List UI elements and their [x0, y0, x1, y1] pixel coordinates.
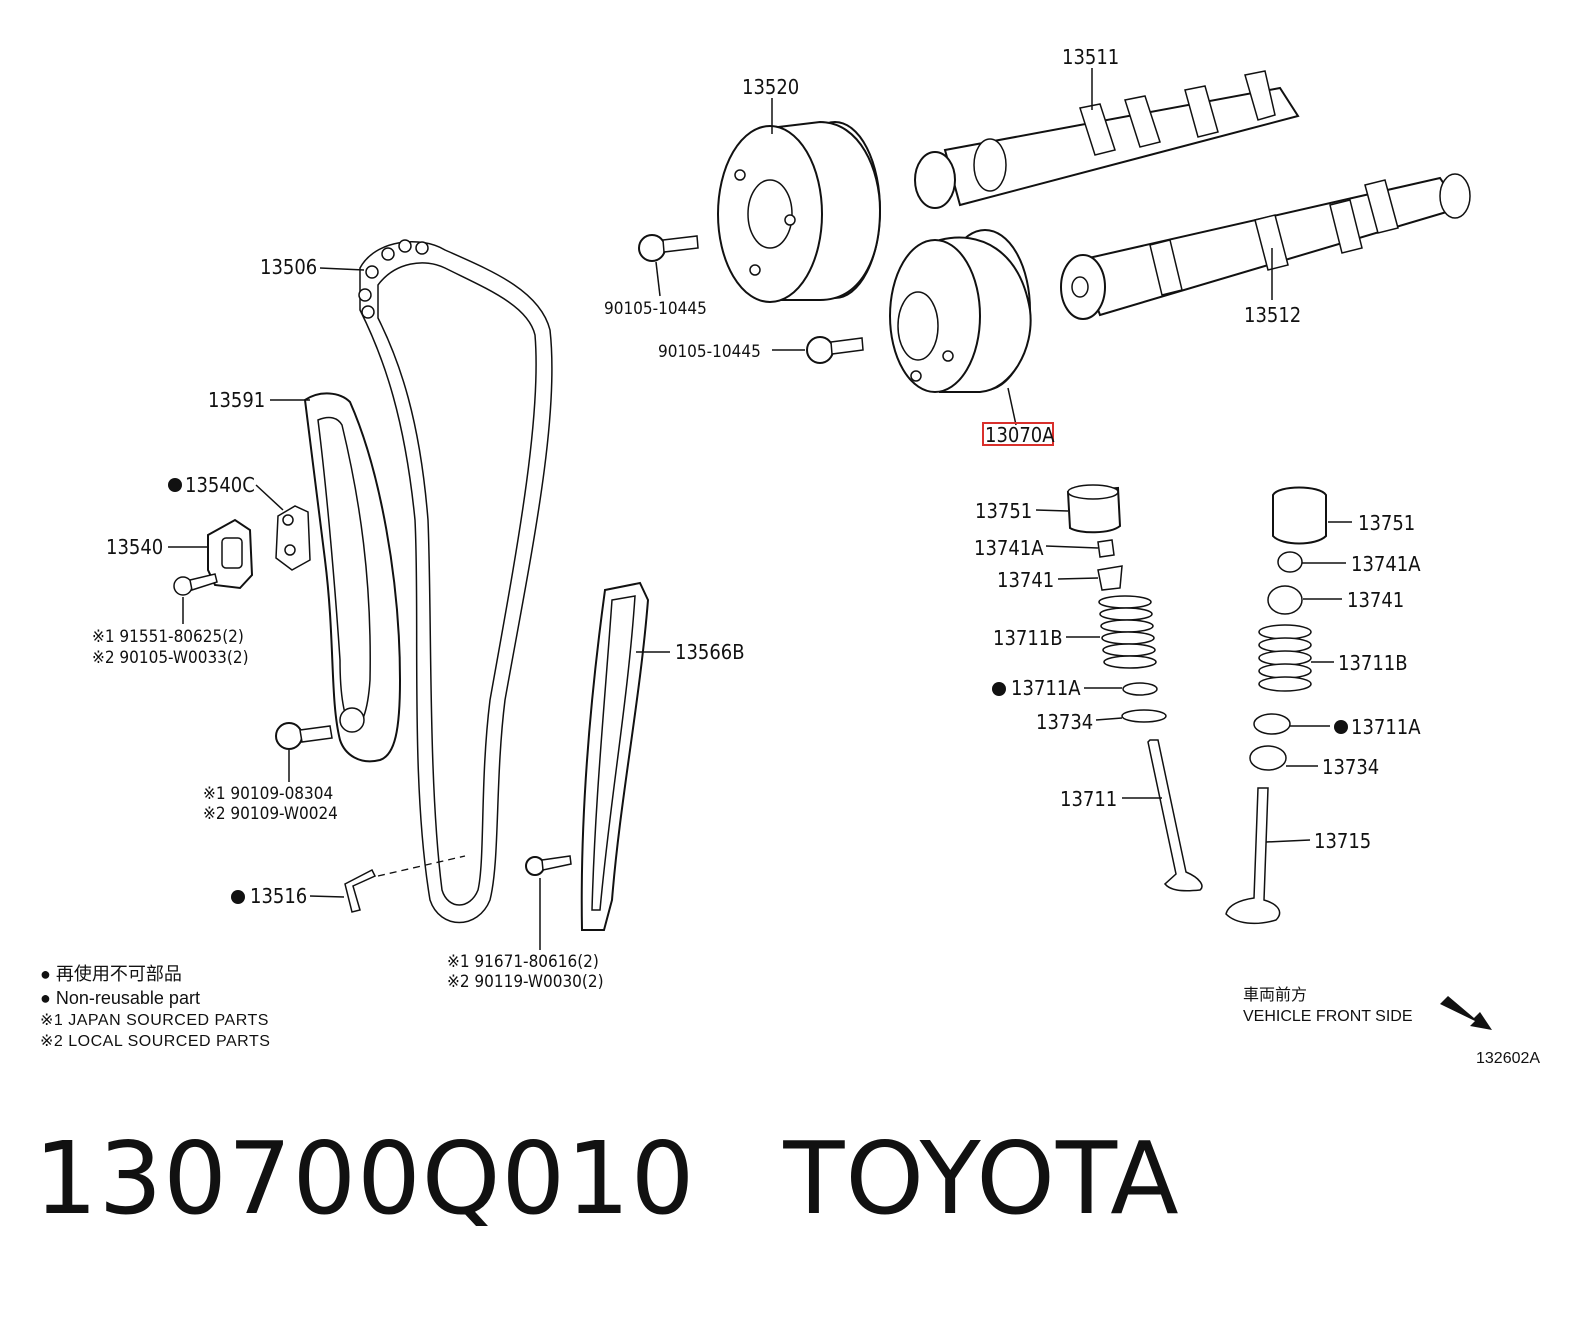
legend-nonreusable-jp: ● 再使用不可部品 — [40, 964, 182, 984]
label-13741a-right[interactable]: 13741A — [1351, 552, 1421, 576]
label-13512[interactable]: 13512 — [1244, 303, 1301, 327]
part-number: 130700Q010 — [34, 1120, 696, 1237]
label-13566b[interactable]: 13566B — [675, 640, 745, 664]
legend-local-sourced: ※2 LOCAL SOURCED PARTS — [40, 1033, 271, 1050]
vehicle-front-side: 車両前方 VEHICLE FRONT SIDE — [1243, 985, 1413, 1027]
valve-seal-right — [1253, 713, 1291, 735]
label-13711b-left[interactable]: 13711B — [993, 626, 1063, 650]
spring-retainer-right — [1267, 585, 1303, 615]
label-13711a-left[interactable]: 13711A — [1011, 676, 1081, 700]
non-reusable-dot — [231, 890, 245, 904]
valve-keeper-right — [1277, 551, 1303, 573]
legend: ● 再使用不可部品 ● Non-reusable part ※1 JAPAN S… — [40, 962, 270, 1052]
label-13751-right[interactable]: 13751 — [1358, 511, 1415, 535]
label-13741a-left[interactable]: 13741A — [974, 536, 1044, 560]
bolt-91671 — [525, 855, 572, 876]
non-reusable-dot — [992, 682, 1006, 696]
label-13715-right[interactable]: 13715 — [1314, 829, 1371, 853]
label-13734-left[interactable]: 13734 — [1036, 710, 1093, 734]
label-13741-right[interactable]: 13741 — [1347, 588, 1404, 612]
label-13591[interactable]: 13591 — [208, 388, 265, 412]
label-13520[interactable]: 13520 — [742, 75, 799, 99]
camshaft-sprocket-13520 — [717, 120, 882, 303]
gasket-13540c — [275, 505, 311, 571]
label-90105-lower[interactable]: 90105-10445 — [658, 342, 761, 362]
vehicle-front-jp: 車両前方 — [1243, 987, 1308, 1004]
part-highlight-box — [982, 422, 1054, 446]
label-bolt3-local[interactable]: ※2 90119-W0030(2) — [447, 972, 604, 992]
label-13711b-right[interactable]: 13711B — [1338, 651, 1408, 675]
camshaft-13512 — [1060, 173, 1471, 320]
label-13511[interactable]: 13511 — [1062, 45, 1119, 69]
vehicle-front-en: VEHICLE FRONT SIDE — [1243, 1008, 1413, 1025]
valve-seal-left — [1122, 682, 1158, 696]
label-bolt1-local[interactable]: ※2 90105-W0033(2) — [92, 648, 249, 668]
exhaust-valve-13715 — [1225, 787, 1281, 925]
bolt-90105-lower — [806, 336, 864, 364]
diagram-ref-code: 132602A — [1476, 1050, 1541, 1067]
leader-lines — [168, 68, 1352, 950]
legend-nonreusable-en: ● Non-reusable part — [40, 988, 200, 1008]
valve-spring-left — [1098, 595, 1157, 669]
valve-lifter-right — [1272, 486, 1327, 545]
legend-japan-sourced: ※1 JAPAN SOURCED PARTS — [40, 1012, 269, 1029]
chain-guide-13566b — [580, 581, 650, 931]
valve-keeper-left — [1097, 539, 1115, 558]
label-bolt3-japan[interactable]: ※1 91671-80616(2) — [447, 952, 599, 972]
arrow-down-right-icon — [1440, 996, 1492, 1030]
label-bolt2-japan[interactable]: ※1 90109-08304 — [203, 784, 333, 804]
bolt-90105-upper — [638, 234, 699, 262]
chain-tensioner-13540 — [173, 518, 254, 596]
timing-chain — [358, 239, 553, 924]
label-bolt2-local[interactable]: ※2 90109-W0024 — [203, 804, 338, 824]
label-13711-left[interactable]: 13711 — [1060, 787, 1117, 811]
label-13741-left[interactable]: 13741 — [997, 568, 1054, 592]
intake-valve-13711 — [1147, 739, 1203, 892]
label-13540[interactable]: 13540 — [106, 535, 163, 559]
spring-seat-right — [1249, 745, 1287, 771]
label-13540c[interactable]: 13540C — [185, 473, 255, 497]
label-13734-right[interactable]: 13734 — [1322, 755, 1379, 779]
chain-guide-13591 — [303, 392, 402, 763]
parts-diagram: 13520 13511 13506 13512 90105-10445 9010… — [92, 45, 1492, 1030]
non-reusable-dot — [1334, 720, 1348, 734]
label-13751-left[interactable]: 13751 — [975, 499, 1032, 523]
label-90105-upper[interactable]: 90105-10445 — [604, 299, 707, 319]
label-bolt1-japan[interactable]: ※1 91551-80625(2) — [92, 627, 244, 647]
valve-lifter-left — [1066, 484, 1122, 534]
spring-seat-left — [1121, 709, 1167, 723]
brand-name: TOYOTA — [783, 1120, 1180, 1237]
label-13711a-right[interactable]: 13711A — [1351, 715, 1421, 739]
product-title: 130700Q010 TOYOTA — [34, 1120, 1268, 1237]
valve-spring-right — [1258, 624, 1312, 692]
spring-retainer-left — [1097, 565, 1123, 591]
oil-jet-13516 — [344, 855, 466, 913]
label-13070a[interactable]: 13070A — [985, 423, 1055, 447]
label-13516[interactable]: 13516 — [250, 884, 307, 908]
vvt-gear-13070a — [889, 229, 1032, 393]
camshaft-13511 — [914, 70, 1300, 209]
bolt-90109 — [275, 722, 333, 750]
label-13506[interactable]: 13506 — [260, 255, 317, 279]
non-reusable-dot — [168, 478, 182, 492]
